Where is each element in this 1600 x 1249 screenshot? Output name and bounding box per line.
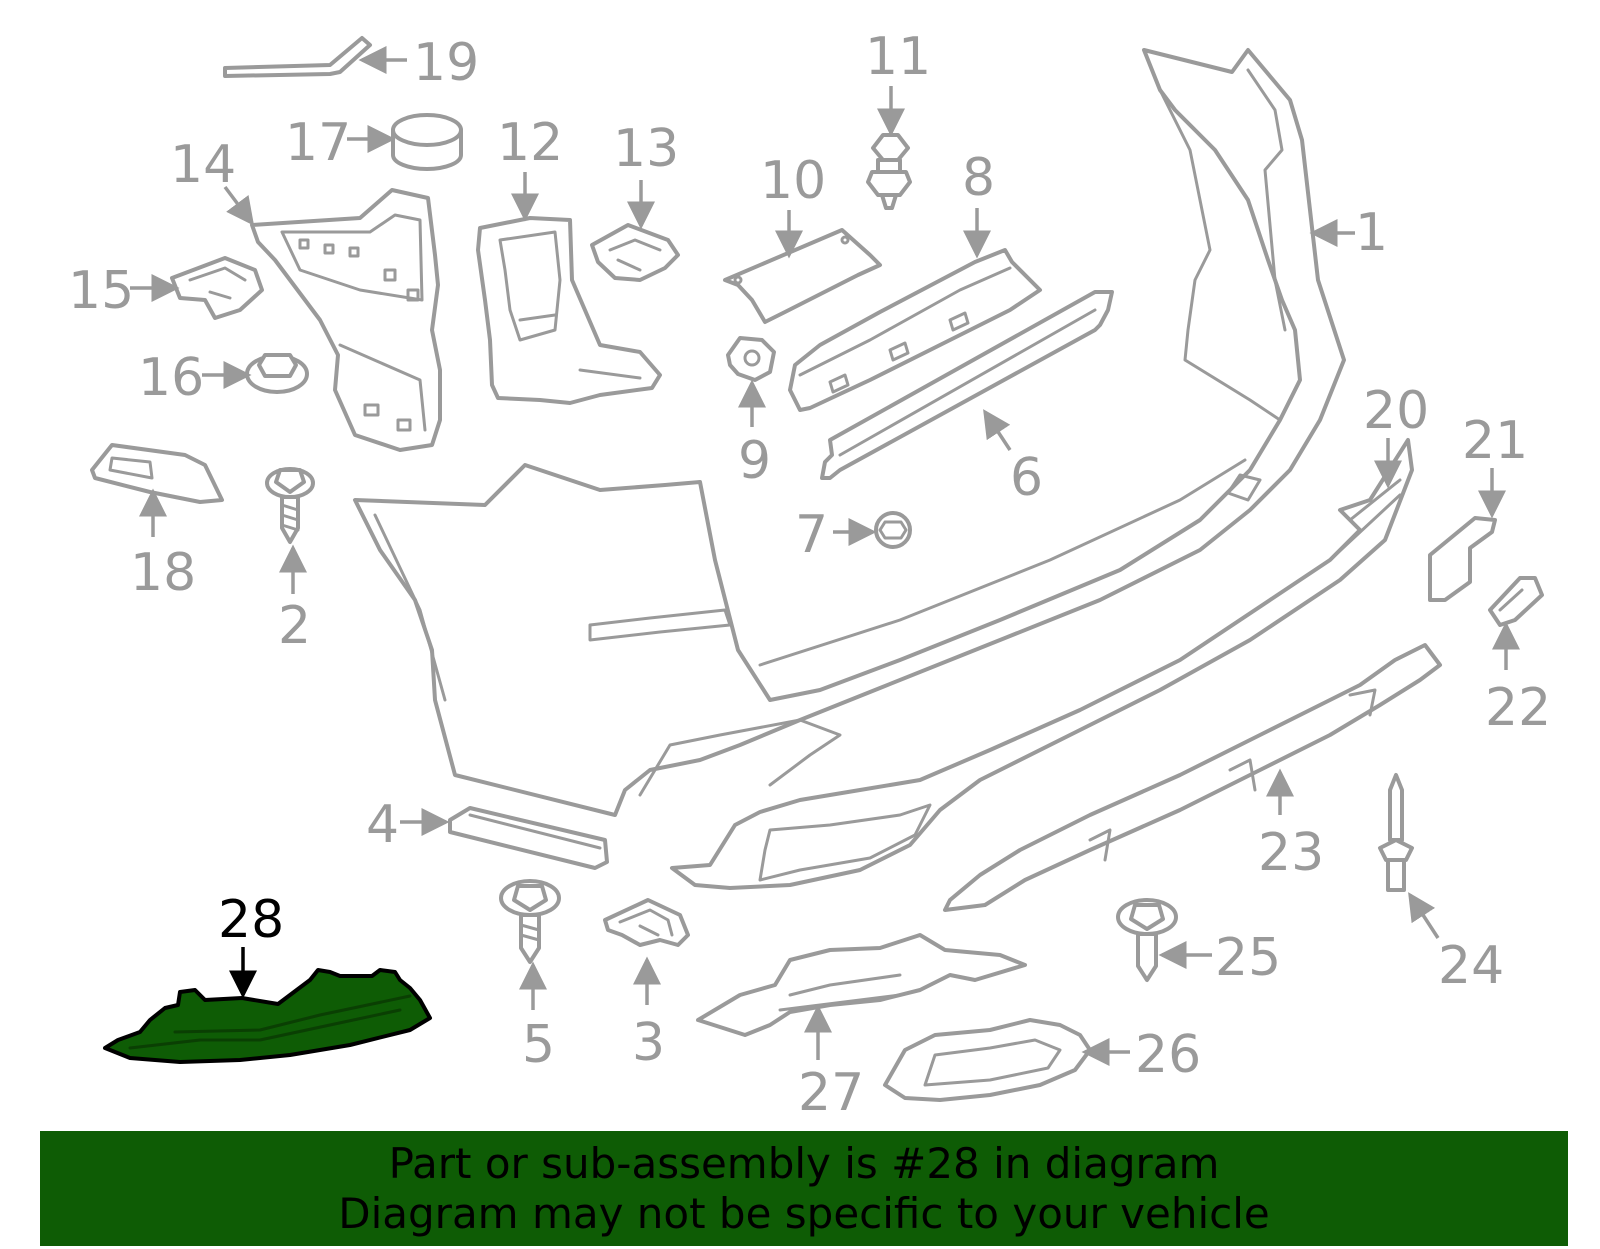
part-8-bumper-carrier[interactable] — [788, 248, 1042, 412]
part-25-bolt[interactable] — [1116, 898, 1178, 982]
part-5-bolt[interactable] — [499, 879, 561, 964]
part-3-bracket[interactable] — [603, 898, 690, 947]
callout-11: 11 — [865, 27, 931, 87]
banner-line-1: Part or sub-assembly is #28 in diagram — [388, 1138, 1220, 1188]
part-13-clip-bracket[interactable] — [590, 223, 680, 282]
callout-5: 5 — [522, 1015, 555, 1075]
info-banner: Part or sub-assembly is #28 in diagram D… — [40, 1131, 1568, 1246]
part-9-clip[interactable] — [726, 336, 776, 382]
part-18-side-reflector[interactable] — [90, 443, 224, 504]
part-21-sensor-bracket[interactable] — [1428, 516, 1497, 602]
callout-24: 24 — [1438, 936, 1504, 996]
callout-17: 17 — [285, 113, 351, 173]
callout-26: 26 — [1135, 1025, 1201, 1085]
callout-1: 1 — [1355, 203, 1388, 263]
callout-13: 13 — [613, 119, 679, 179]
part-4-reflector-strip[interactable] — [448, 806, 609, 870]
part-12-side-bracket[interactable] — [476, 216, 662, 405]
callout-19: 19 — [413, 33, 479, 93]
callout-25: 25 — [1215, 928, 1281, 988]
leader-arrows — [130, 46, 1520, 1066]
part-1-bumper-cover[interactable] — [353, 48, 1346, 817]
callout-16: 16 — [138, 348, 204, 408]
callout-27: 27 — [798, 1063, 864, 1123]
callout-7: 7 — [795, 505, 828, 565]
callout-18: 18 — [130, 543, 196, 603]
part-16-flange-nut[interactable] — [245, 353, 309, 394]
callout-15: 15 — [68, 261, 134, 321]
part-17-rubber-stop[interactable] — [391, 113, 463, 171]
part-28-rear-reflector[interactable] — [103, 968, 432, 1064]
part-23-lower-guide[interactable] — [943, 643, 1442, 912]
callout-28: 28 — [218, 890, 284, 950]
part-2-screw[interactable] — [265, 467, 315, 544]
callout-labels: 1 2 3 4 5 6 7 8 9 10 11 12 13 14 15 16 1… — [68, 27, 1551, 1123]
callout-12: 12 — [497, 113, 563, 173]
callout-10: 10 — [760, 151, 826, 211]
callout-3: 3 — [632, 1013, 665, 1073]
part-24-rivet[interactable] — [1378, 773, 1414, 892]
callout-14: 14 — [170, 135, 236, 195]
callout-9: 9 — [738, 431, 771, 491]
part-7-nut[interactable] — [874, 511, 912, 549]
callout-8: 8 — [962, 148, 995, 208]
banner-line-2: Diagram may not be specific to your vehi… — [338, 1188, 1270, 1238]
part-22-sensor-holder[interactable] — [1488, 576, 1544, 627]
callout-22: 22 — [1485, 678, 1551, 738]
callout-21: 21 — [1462, 411, 1528, 471]
callout-4: 4 — [366, 795, 399, 855]
part-19-trim-strip[interactable] — [223, 36, 372, 78]
callout-2: 2 — [278, 596, 311, 656]
part-6-reinforcement-bar[interactable] — [820, 290, 1114, 480]
part-15-clip[interactable] — [170, 256, 264, 320]
part-10-cover-plate[interactable] — [723, 228, 882, 324]
part-11-push-clip[interactable] — [866, 133, 912, 210]
part-26-tow-cover[interactable] — [883, 1018, 1092, 1102]
part-14-mounting-bracket[interactable] — [250, 188, 442, 452]
callout-23: 23 — [1258, 823, 1324, 883]
part-27-lower-bracket[interactable] — [696, 933, 1027, 1037]
callout-20: 20 — [1363, 381, 1429, 441]
callout-6: 6 — [1010, 448, 1043, 508]
